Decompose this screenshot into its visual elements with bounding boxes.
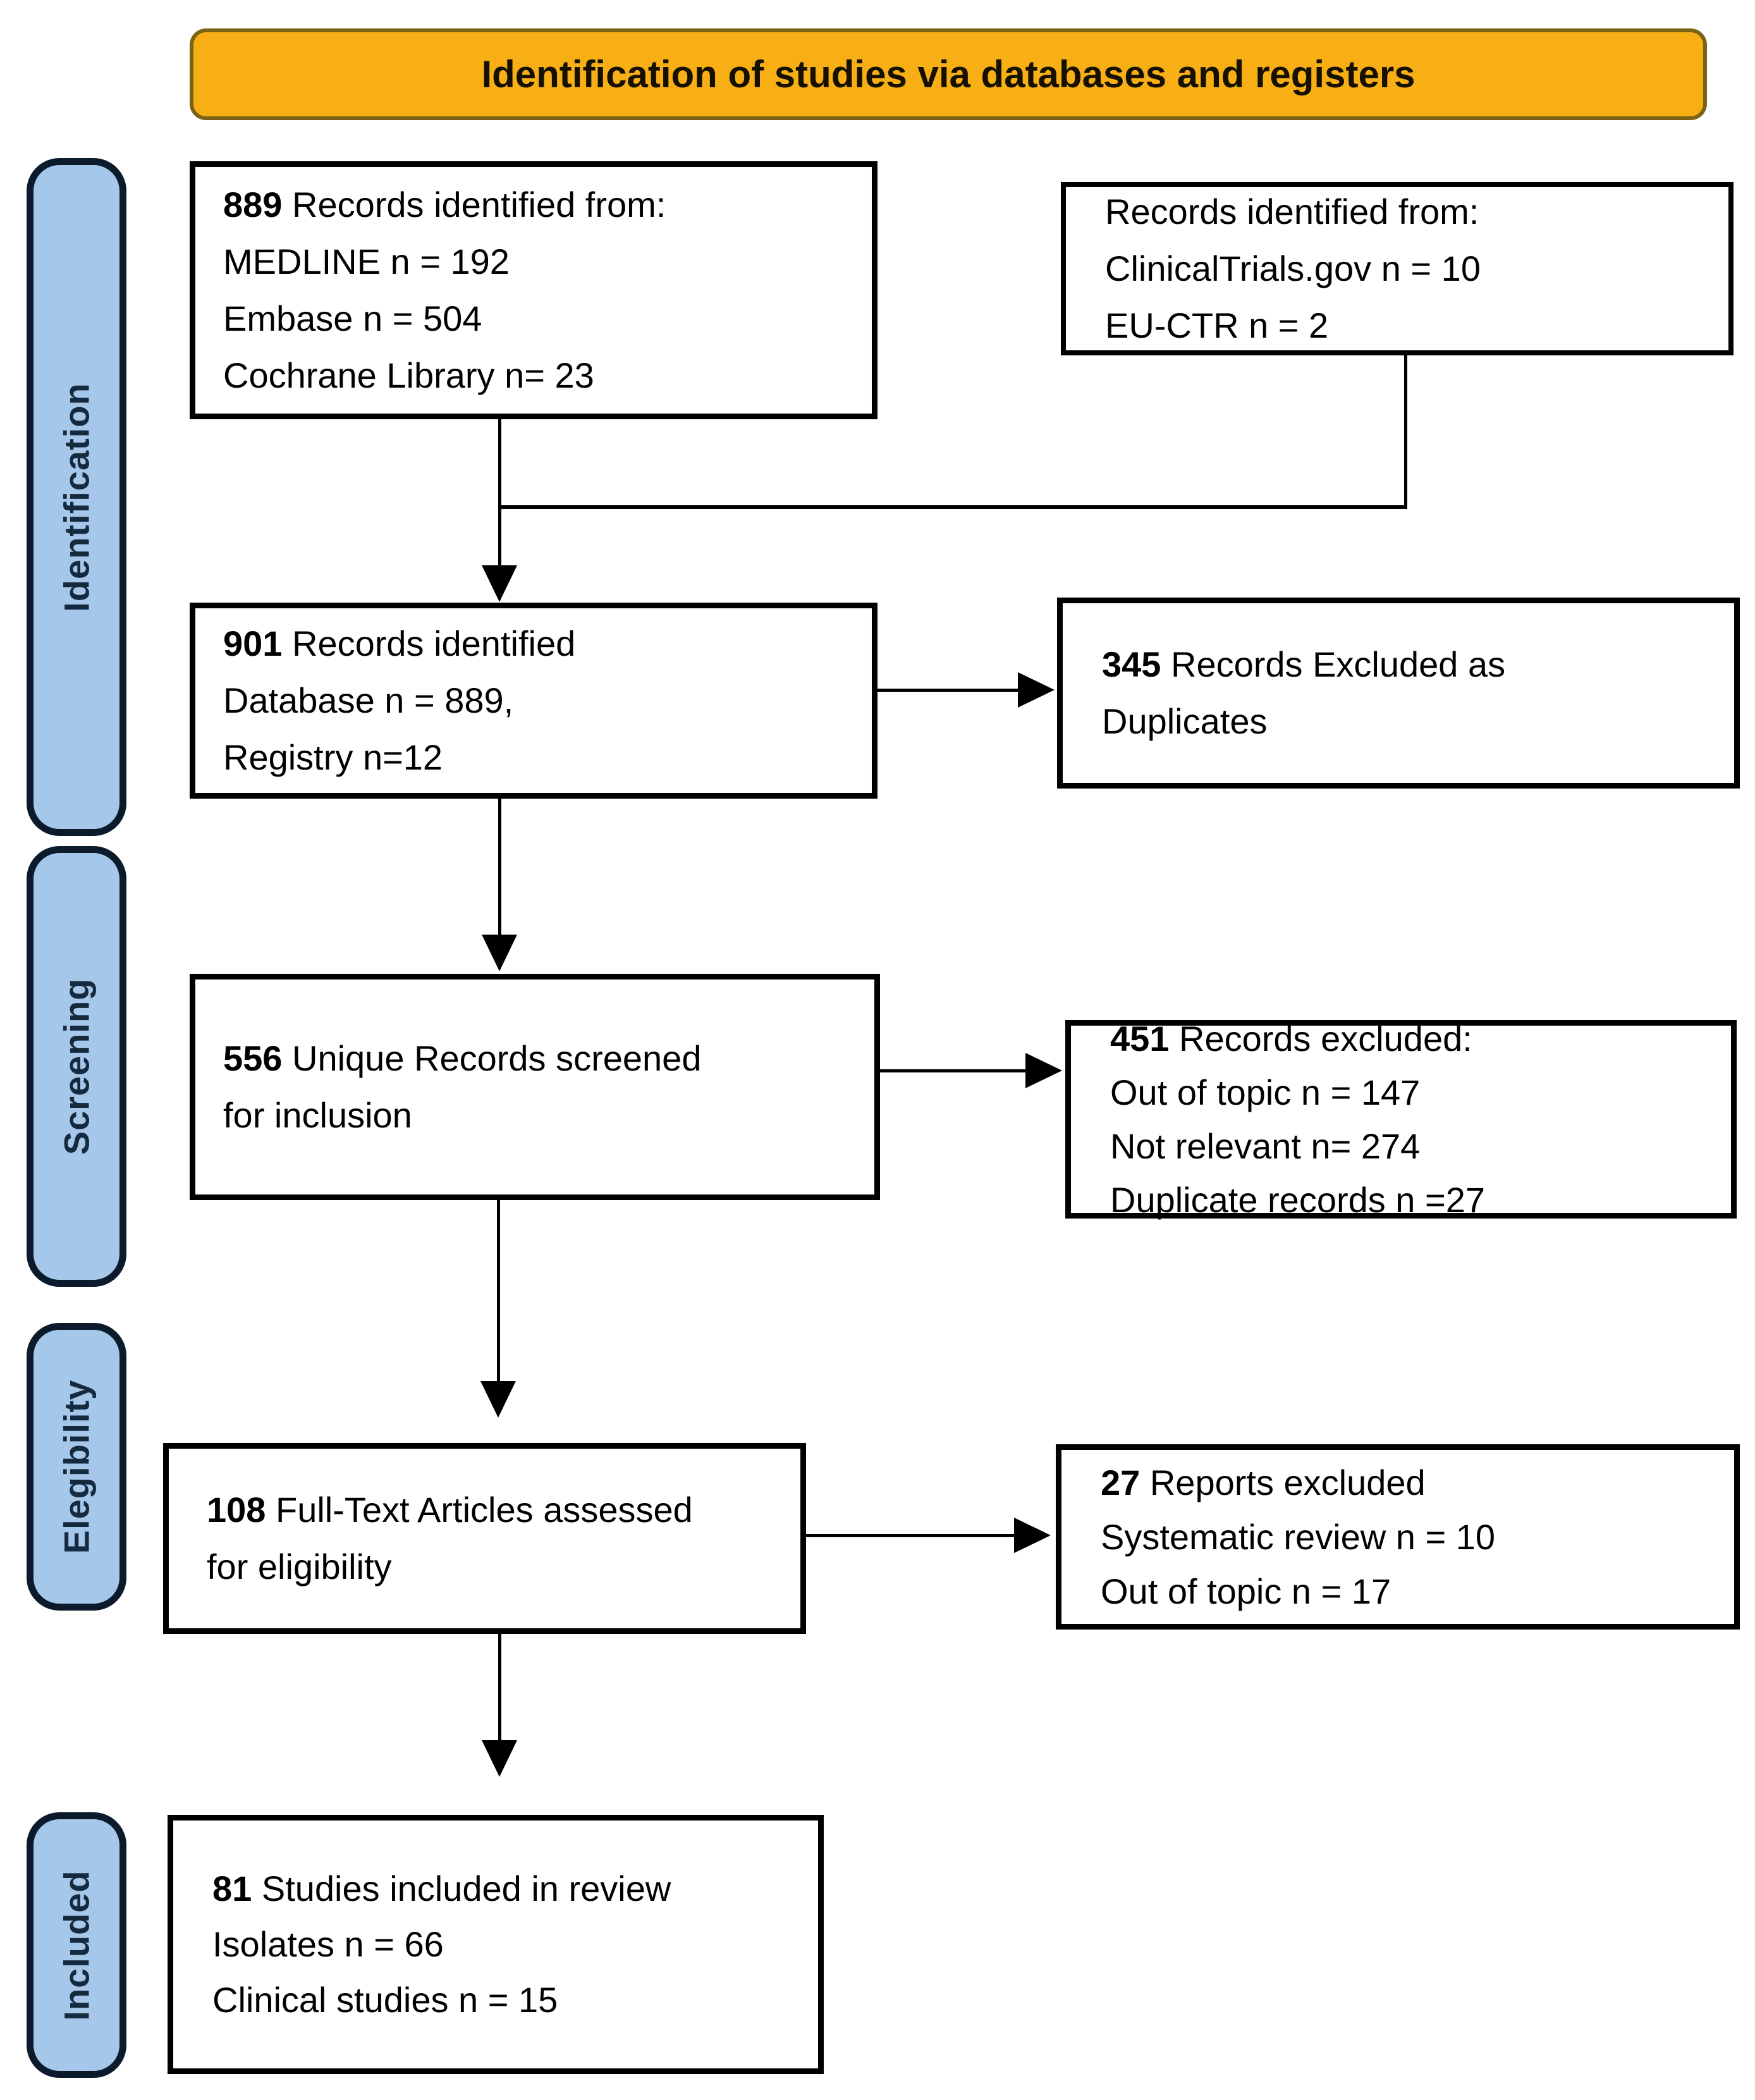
stage-screening: Screening bbox=[27, 846, 126, 1287]
arrowhead-into-screened-icon bbox=[482, 935, 517, 971]
title-banner: Identification of studies via databases … bbox=[190, 28, 1707, 120]
box-line: Systematic review n = 10 bbox=[1101, 1516, 1496, 1557]
box-line: 345 Records Excluded as bbox=[1102, 644, 1506, 684]
box-line: Database n = 889, bbox=[223, 680, 514, 720]
box-line: 901 Records identified bbox=[223, 623, 576, 663]
box-line: Embase n = 504 bbox=[223, 298, 482, 338]
box-records-screened: 556 Unique Records screened for inclusio… bbox=[190, 974, 880, 1200]
arrowhead-into-fulltext-icon bbox=[480, 1381, 516, 1418]
box-line: Isolates n = 66 bbox=[212, 1924, 444, 1964]
box-line: 27 Reports excluded bbox=[1101, 1462, 1426, 1502]
box-studies-included: 81 Studies included in review Isolates n… bbox=[168, 1815, 824, 2074]
stage-included-label: Included bbox=[56, 1869, 97, 2021]
box-line: 451 Records excluded: bbox=[1110, 1019, 1472, 1059]
box-records-from-registers: Records identified from: ClinicalTrials.… bbox=[1061, 182, 1734, 355]
stage-identification-label: Identification bbox=[56, 382, 97, 612]
box-line: Cochrane Library n= 23 bbox=[223, 355, 594, 395]
box-line: Duplicates bbox=[1102, 701, 1268, 741]
box-line: ClinicalTrials.gov n = 10 bbox=[1105, 249, 1481, 288]
connector-registers-elbow bbox=[498, 505, 1407, 509]
box-reports-excluded: 27 Reports excluded Systematic review n … bbox=[1056, 1444, 1740, 1630]
connector-databases-down bbox=[498, 417, 501, 569]
box-line: Not relevant n= 274 bbox=[1110, 1126, 1421, 1166]
arrowhead-into-excluded-icon bbox=[1025, 1053, 1062, 1088]
connector-fulltext-to-reports-excluded bbox=[806, 1534, 1016, 1537]
box-line: EU-CTR n = 2 bbox=[1105, 305, 1329, 345]
box-line: 889 Records identified from: bbox=[223, 185, 666, 224]
connector-fulltext-down bbox=[498, 1631, 501, 1742]
stage-eligibility: Elegibility bbox=[27, 1323, 126, 1611]
box-line: for inclusion bbox=[223, 1095, 412, 1135]
box-line: Registry n=12 bbox=[223, 737, 443, 777]
box-line: Out of topic n = 147 bbox=[1110, 1072, 1421, 1112]
stage-eligibility-label: Elegibility bbox=[56, 1379, 97, 1554]
box-line: for eligibility bbox=[207, 1547, 392, 1587]
stage-included: Included bbox=[27, 1812, 126, 2078]
stage-identification: Identification bbox=[27, 158, 126, 836]
box-records-from-databases: 889 Records identified from: MEDLINE n =… bbox=[190, 161, 878, 419]
diagram-title: Identification of studies via databases … bbox=[481, 53, 1416, 95]
box-line: Duplicate records n =27 bbox=[1110, 1180, 1486, 1220]
connector-screened-down bbox=[497, 1198, 500, 1383]
box-fulltext-assessed: 108 Full-Text Articles assessed for elig… bbox=[163, 1443, 806, 1634]
connector-identified-to-duplicates bbox=[876, 689, 1020, 692]
box-line: Records identified from: bbox=[1105, 192, 1479, 231]
box-records-excluded: 451 Records excluded: Out of topic n = 1… bbox=[1065, 1019, 1737, 1220]
connector-screened-to-excluded bbox=[880, 1069, 1027, 1072]
arrowhead-into-included-icon bbox=[482, 1740, 517, 1777]
box-line: 81 Studies included in review bbox=[212, 1869, 671, 1908]
arrowhead-into-duplicates-icon bbox=[1018, 672, 1055, 708]
connector-identified-down bbox=[498, 797, 501, 936]
box-line: 108 Full-Text Articles assessed bbox=[207, 1490, 693, 1530]
stage-screening-label: Screening bbox=[56, 978, 97, 1155]
box-line: 556 Unique Records screened bbox=[223, 1038, 702, 1078]
box-line: Out of topic n = 17 bbox=[1101, 1571, 1391, 1611]
arrowhead-into-reports-excluded-icon bbox=[1014, 1518, 1051, 1553]
arrowhead-into-identified-icon bbox=[482, 565, 517, 602]
box-records-identified-total: 901 Records identified Database n = 889,… bbox=[190, 603, 878, 799]
box-line: Clinical studies n = 15 bbox=[212, 1980, 558, 2020]
box-line: MEDLINE n = 192 bbox=[223, 242, 510, 281]
connector-registers-down bbox=[1404, 353, 1407, 509]
box-duplicates-excluded: 345 Records Excluded as Duplicates bbox=[1057, 598, 1740, 789]
